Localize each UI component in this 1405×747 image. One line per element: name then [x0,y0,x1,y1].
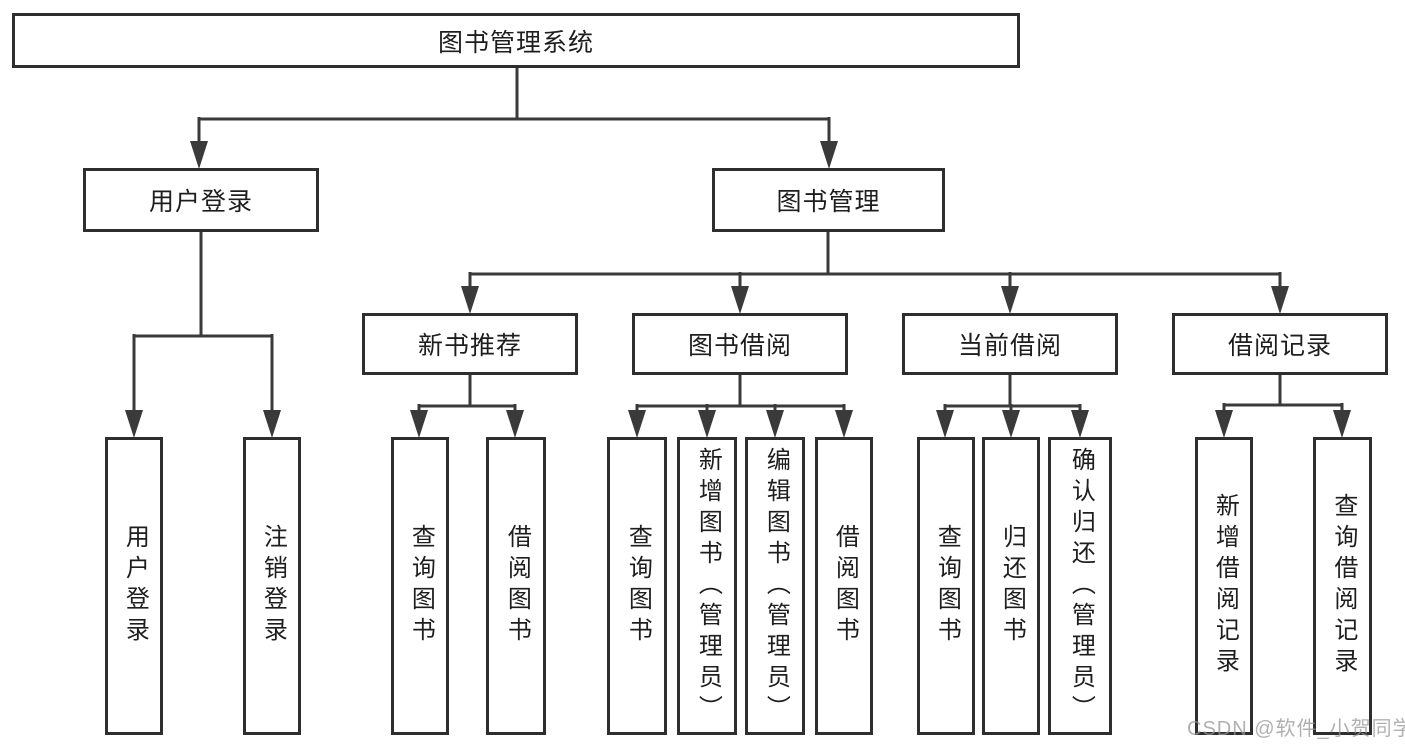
node-user-login: 用户登录 [83,168,319,232]
node-label: 图书管理 [776,188,881,216]
leaf-query-books-recommend: 查询图书 [391,437,449,735]
node-label: 用户登录 [148,188,253,216]
node-book-management: 图书管理 [712,168,945,232]
node-borrowing-records: 借阅记录 [1172,313,1388,375]
node-label: 查询图书 [933,524,961,648]
node-book-borrowing: 图书借阅 [632,313,848,375]
leaf-confirm-return-admin: 确认归还（管理员） [1048,437,1112,735]
leaf-query-borrow-record: 查询借阅记录 [1313,437,1372,735]
node-label: 编辑图书（管理员） [762,446,790,726]
leaf-query-books-current: 查询图书 [917,437,975,735]
node-label: 用户登录 [121,524,149,648]
leaf-edit-books-admin: 编辑图书（管理员） [745,437,805,735]
node-label: 查询借阅记录 [1329,493,1357,679]
leaf-logout: 注销登录 [243,437,301,735]
node-label: 查询图书 [407,524,435,648]
node-label: 新书推荐 [417,332,522,360]
node-label: 图书借阅 [687,332,792,360]
node-label: 借阅图书 [831,524,859,648]
node-label: 图书管理系统 [437,28,594,57]
leaf-return-books: 归还图书 [982,437,1040,735]
node-label: 借阅记录 [1227,332,1332,360]
node-new-book-recommendation: 新书推荐 [362,313,578,375]
leaf-borrow-books: 借阅图书 [815,437,873,735]
node-current-borrowing: 当前借阅 [902,313,1118,375]
node-label: 确认归还（管理员） [1067,446,1095,726]
csdn-watermark: CSDN @软件_小贺同学 [1187,718,1405,740]
node-label: 新增借阅记录 [1211,493,1239,679]
leaf-query-books-borrow: 查询图书 [607,437,667,735]
node-label: 查询图书 [624,524,652,648]
node-label: 注销登录 [259,524,287,648]
leaf-add-borrow-record: 新增借阅记录 [1195,437,1253,735]
node-label: 借阅图书 [503,524,531,648]
leaf-user-login: 用户登录 [105,437,163,735]
node-label: 新增图书（管理员） [694,446,722,726]
node-label: 当前借阅 [957,332,1062,360]
node-library-management-system: 图书管理系统 [12,13,1020,68]
node-label: 归还图书 [998,524,1026,648]
leaf-borrow-books-recommend: 借阅图书 [486,437,546,735]
leaf-add-books-admin: 新增图书（管理员） [677,437,737,735]
